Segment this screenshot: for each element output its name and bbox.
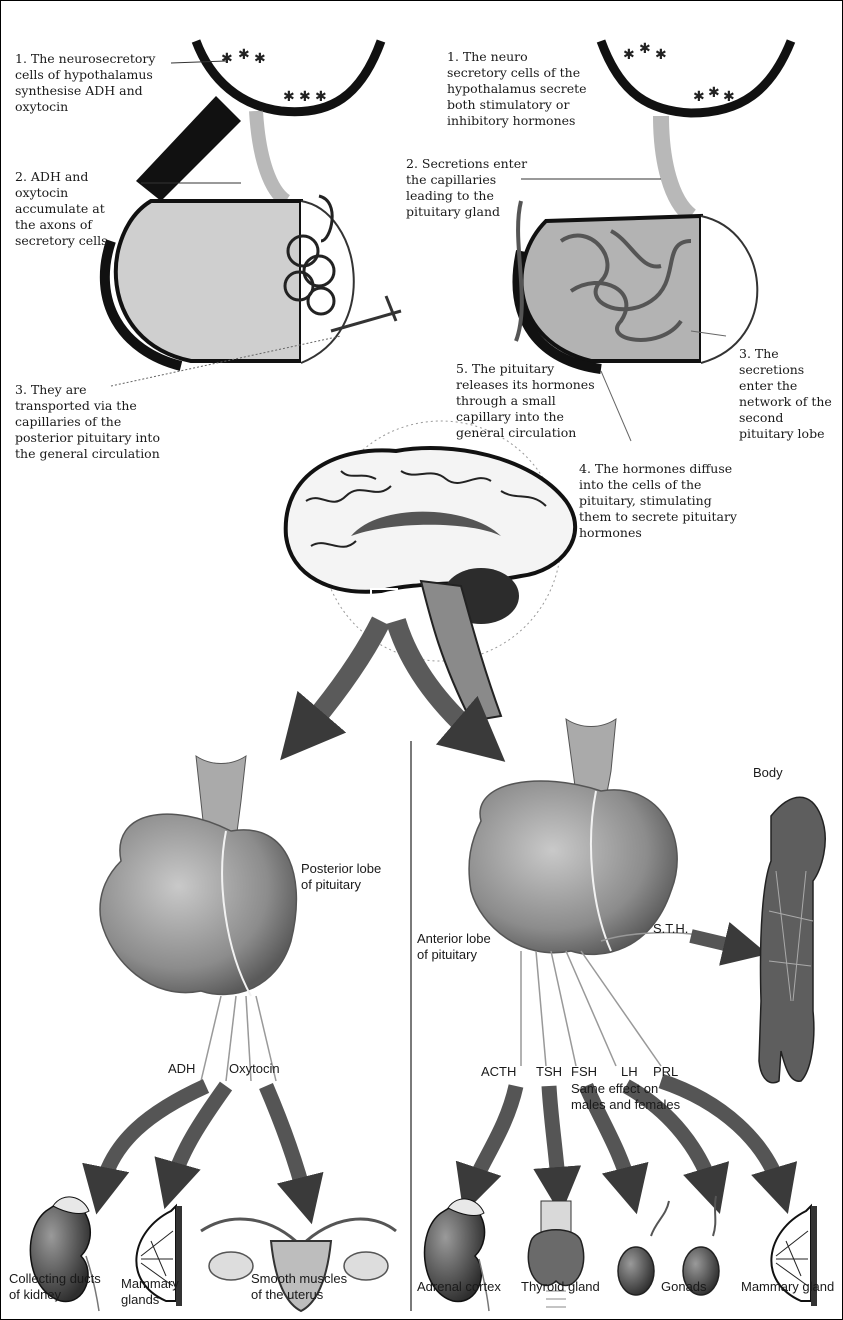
hormone-fsh-label: FSH — [571, 1064, 597, 1080]
target-thyroid-label: Thyroid gland — [521, 1279, 600, 1295]
top-left-step-1-label: 1. The neurosecretory cells of hypothala… — [15, 51, 155, 115]
hormone-tsh-label: TSH — [536, 1064, 562, 1080]
posterior-lobe-label: Posterior lobe of pituitary — [301, 861, 381, 893]
anterior-pituitary-illustration — [469, 719, 746, 1066]
svg-text:✱: ✱ — [623, 47, 635, 63]
target-mammary-right-label: Mammary gland — [741, 1279, 834, 1295]
body-label: Body — [753, 765, 783, 781]
svg-text:✱: ✱ — [655, 47, 667, 63]
top-left-step-2-label: 2. ADH and oxytocin accumulate at the ax… — [15, 169, 108, 249]
hormone-adh-label: ADH — [168, 1061, 195, 1077]
svg-text:✱: ✱ — [708, 85, 720, 101]
svg-text:✱: ✱ — [254, 51, 266, 67]
sth-label: S.T.H. — [653, 921, 688, 937]
svg-text:✱: ✱ — [238, 47, 250, 63]
top-right-step-5-label: 5. The pituitary releases its hormones t… — [456, 361, 595, 441]
top-right-step-3-label: 3. The secretions enter the network of t… — [739, 346, 832, 442]
top-left-step-3-label: 3. They are transported via the capillar… — [15, 382, 160, 462]
gonad-effect-note: Same effect on males and females — [571, 1081, 680, 1113]
hormone-lh-label: LH — [621, 1064, 638, 1080]
anterior-lobe-label: Anterior lobe of pituitary — [417, 931, 491, 963]
target-gonads-label: Gonads — [661, 1279, 707, 1295]
target-adrenal-label: Adrenal cortex — [417, 1279, 501, 1295]
posterior-target-arrows — [101, 1086, 306, 1201]
top-right-step-1-label: 1. The neuro secretory cells of the hypo… — [447, 49, 587, 129]
body-figure-illustration — [759, 797, 825, 1083]
svg-text:✱: ✱ — [221, 51, 233, 67]
target-mammary-left-label: Mammary glands — [121, 1276, 179, 1308]
top-right-step-2-label: 2. Secretions enter the capillaries lead… — [406, 156, 527, 220]
svg-text:✱: ✱ — [315, 89, 327, 105]
top-right-step-4-label: 4. The hormones diffuse into the cells o… — [579, 461, 737, 541]
svg-text:✱: ✱ — [283, 89, 295, 105]
posterior-pituitary-illustration — [100, 756, 296, 1081]
hormone-prl-label: PRL — [653, 1064, 678, 1080]
svg-text:✱: ✱ — [723, 89, 735, 105]
hormone-oxytocin-label: Oxytocin — [229, 1061, 280, 1077]
svg-text:✱: ✱ — [639, 41, 651, 57]
svg-text:✱: ✱ — [299, 89, 311, 105]
target-kidney-label: Collecting ducts of kidney — [9, 1271, 101, 1303]
target-uterus-label: Smooth muscles of the uterus — [251, 1271, 347, 1303]
svg-text:✱: ✱ — [693, 89, 705, 105]
hormone-acth-label: ACTH — [481, 1064, 516, 1080]
